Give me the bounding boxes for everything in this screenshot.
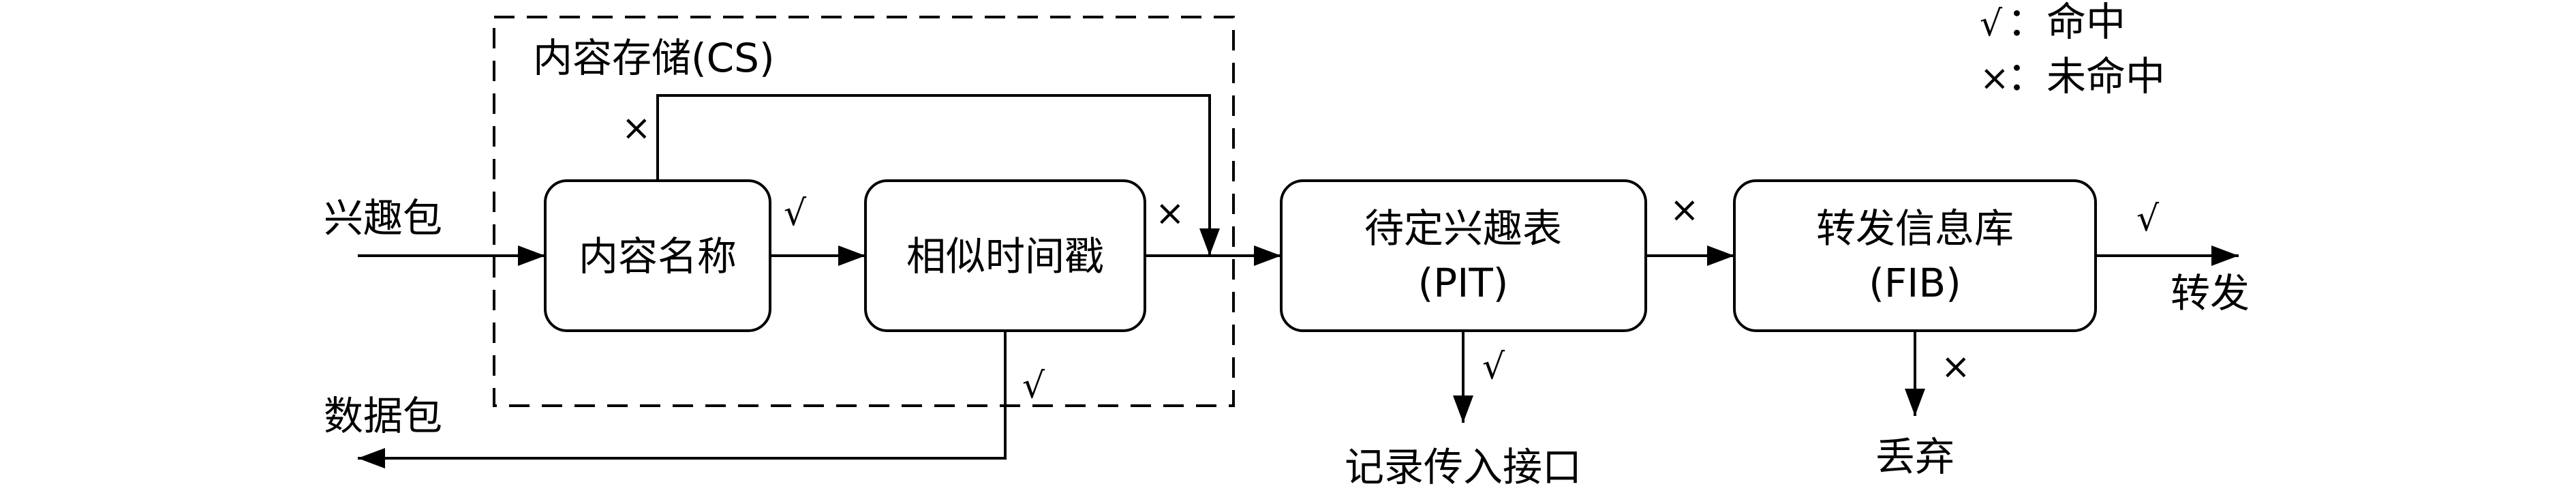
pit-miss-mark: × bbox=[1670, 190, 1700, 230]
timestamp-miss-mark: × bbox=[1155, 193, 1185, 234]
record-interface-label: 记录传入接口 bbox=[1345, 444, 1582, 490]
pit-label-line2: (PIT) bbox=[1418, 260, 1509, 306]
legend-miss-text: ：未命中 bbox=[2007, 53, 2165, 100]
content-name-miss-mark: × bbox=[622, 108, 651, 149]
fib-label-line1: 转发信息库 bbox=[1816, 205, 2014, 252]
legend-hit-text: ：命中 bbox=[2007, 0, 2126, 45]
forward-label: 转发 bbox=[2171, 270, 2250, 316]
pit-hit-mark: √ bbox=[1482, 346, 1505, 387]
fib-box bbox=[1733, 179, 2097, 332]
fib-miss-mark: × bbox=[1941, 346, 1971, 387]
content-name-label: 内容名称 bbox=[579, 233, 737, 280]
legend-hit-symbol: √ bbox=[1980, 3, 2003, 44]
similar-timestamp-label: 相似时间戳 bbox=[906, 233, 1104, 280]
content-store-title: 内容存储(CS) bbox=[533, 35, 775, 81]
content-store-group bbox=[493, 16, 1235, 407]
interest-packet-label: 兴趣包 bbox=[324, 195, 442, 241]
discard-label: 丢弃 bbox=[1875, 434, 1954, 480]
timestamp-hit-data-path bbox=[358, 331, 1007, 468]
legend-miss-symbol: × bbox=[1980, 58, 2010, 99]
pit-label-line1: 待定兴趣表 bbox=[1364, 205, 1562, 252]
fib-label-line2: (FIB) bbox=[1869, 260, 1961, 306]
data-packet-label: 数据包 bbox=[324, 393, 442, 439]
pit-box bbox=[1280, 179, 1647, 332]
timestamp-hit-mark: √ bbox=[1022, 365, 1045, 406]
name-hit-mark: √ bbox=[784, 193, 807, 234]
fib-hit-mark: √ bbox=[2136, 198, 2160, 239]
content-name-miss-path bbox=[656, 94, 1220, 256]
